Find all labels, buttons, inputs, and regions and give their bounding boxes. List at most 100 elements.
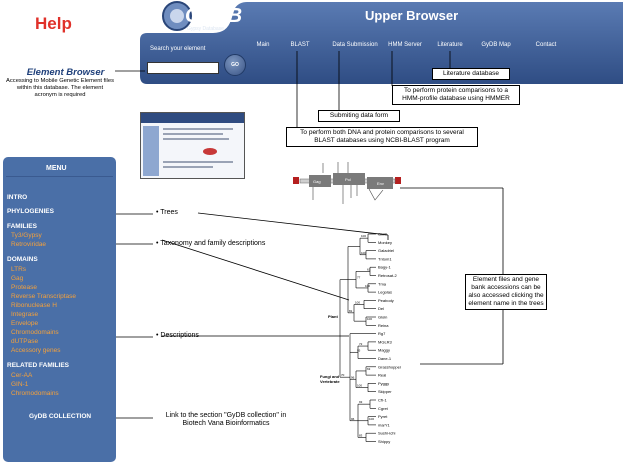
tree-leaf[interactable]: Grasshopper <box>378 364 402 369</box>
tree-group-fungi-line2: Vertebrate <box>320 379 340 384</box>
bootstrap-value: 63 <box>367 367 371 371</box>
nav-gydb-map[interactable]: GyDB Map <box>481 42 511 48</box>
menu-gydb-collection[interactable]: GyDB COLLECTION <box>29 413 92 420</box>
menu-domain-ribonuclease-h[interactable]: Ribonuclease H <box>11 302 57 309</box>
tree-leaf[interactable]: Tntom1 <box>378 256 392 261</box>
menu-domain-integrase[interactable]: Integrase <box>11 311 39 318</box>
tree-leaf[interactable]: Shippy <box>378 439 390 444</box>
annotation-taxonomy: • Taxonomy and family descriptions <box>156 240 266 247</box>
bootstrap-value: 61 <box>367 267 371 271</box>
tree-leaf[interactable]: Del <box>378 306 384 311</box>
tree-leaf[interactable]: Skipper <box>378 389 392 394</box>
tree-leaf[interactable]: Bagy-1 <box>378 265 391 270</box>
bootstrap-value: 70 <box>341 373 345 377</box>
tree-leaf[interactable]: Peabody <box>378 298 394 303</box>
tree-leaf[interactable]: Sushi-ichi <box>378 431 395 436</box>
tree-leaf[interactable]: Tma <box>378 281 387 286</box>
menu-domain-reverse-transcriptase[interactable]: Reverse Transcriptase <box>11 293 77 300</box>
menu-intro[interactable]: INTRO <box>7 194 28 201</box>
callout-data-form: Submiting data form <box>318 110 400 122</box>
menu-related-gin-1[interactable]: GIN-1 <box>11 381 29 388</box>
tree-leaf[interactable]: Cgret <box>378 406 389 411</box>
bootstrap-value: 83 <box>359 433 363 437</box>
menu-phylogenies[interactable]: PHYLOGENIES <box>7 208 54 215</box>
menu-domain-gag[interactable]: Gag <box>11 275 24 282</box>
logo-subtitle: Gypsy Database <box>187 26 224 32</box>
tree-leaf[interactable]: Pyggy <box>378 381 389 386</box>
page-title: Upper Browser <box>365 8 459 23</box>
tree-leaf[interactable]: Real <box>378 373 386 378</box>
sidebar-menu <box>3 157 116 462</box>
nav-literature[interactable]: Literature <box>437 42 463 48</box>
nav-contact[interactable]: Contact <box>535 42 557 48</box>
go-button[interactable]: GO <box>224 54 246 76</box>
bootstrap-value: 72 <box>359 342 363 346</box>
tree-group-fungi-line1: Fungi and <box>320 374 340 379</box>
bootstrap-value: 81 <box>349 309 353 313</box>
genome-diagram: Gag Pol Env <box>293 162 401 204</box>
bootstrap-value: 95 <box>357 348 361 352</box>
bootstrap-value: 96 <box>351 417 355 421</box>
menu-domain-dutpase[interactable]: dUTPase <box>11 338 39 345</box>
logo[interactable]: GyDB <box>185 5 243 27</box>
bootstrap-value: 93 <box>359 400 363 404</box>
callout-hmm: To perform protein comparisons to a HMM-… <box>392 85 520 105</box>
tree-leaf[interactable]: Gloin <box>378 315 387 320</box>
menu-header: MENU <box>46 165 67 172</box>
nav-data-submission[interactable]: Data Submission <box>332 42 378 48</box>
menu-related-cer-aa[interactable]: Cer-AA <box>11 372 33 379</box>
tree-leaf[interactable]: Galadriel <box>378 248 394 253</box>
tree-leaf[interactable]: CfI-1 <box>378 398 387 403</box>
bootstrap-value: 96 <box>351 375 355 379</box>
bootstrap-value: 100 <box>357 384 362 388</box>
tree-leaf[interactable]: Reina <box>378 323 389 328</box>
bootstrap-value: 100 <box>355 301 360 305</box>
gag-label: Gag <box>313 179 321 184</box>
tree-leaf[interactable]: Legolas <box>378 290 392 295</box>
nav-main[interactable]: Main <box>256 42 270 48</box>
menu-domain-accessory-genes[interactable]: Accessory genes <box>11 347 61 354</box>
tree-group-plant: Plant <box>328 314 338 319</box>
search-input[interactable] <box>147 62 219 74</box>
bootstrap-value: 77 <box>357 276 361 280</box>
menu-related-families[interactable]: RELATED FAMILIES <box>7 362 69 369</box>
menu-family-retroviridae[interactable]: Retroviridae <box>11 241 47 248</box>
menu-domain-envelope[interactable]: Envelope <box>11 320 39 327</box>
annotation-descriptions: • Descriptions <box>156 332 199 339</box>
menu-domain-ltrs[interactable]: LTRs <box>11 266 27 273</box>
menu-domain-chromodomains[interactable]: Chromodomains <box>11 329 59 336</box>
tree-leaf[interactable]: Monkey <box>378 240 392 245</box>
menu-family-ty3-gypsy[interactable]: Ty3/Gypsy <box>11 232 42 239</box>
header-banner <box>140 1 623 84</box>
menu-domains[interactable]: DOMAINS <box>7 256 38 263</box>
tree-leaf[interactable]: Gimli <box>378 232 387 237</box>
tree-leaf[interactable]: Dane-1 <box>378 356 392 361</box>
callout-literature: Literature database <box>432 68 510 80</box>
search-label: Search your element <box>150 46 206 52</box>
menu-domain-protease[interactable]: Protease <box>11 284 38 291</box>
pol-label: Pol <box>345 177 351 182</box>
bootstrap-value: 100 <box>367 317 372 321</box>
tree-leaf[interactable]: marY1 <box>378 422 391 427</box>
help-title: Help <box>35 14 72 33</box>
callout-gene-bank: Element files and gene bank accessions c… <box>465 274 547 310</box>
tree-leaf[interactable]: Pyret <box>378 414 388 419</box>
annotation-collection-link: Link to the section "GyDB collection" in… <box>165 412 287 427</box>
tree-leaf[interactable]: Rg7 <box>378 331 386 336</box>
tree-leaf[interactable]: Maggy <box>378 348 390 353</box>
bootstrap-value: 100 <box>361 251 366 255</box>
menu-families[interactable]: FAMILIES <box>7 223 37 230</box>
nav-hmm-server[interactable]: HMM Server <box>388 42 422 48</box>
menu-related-chromodomains[interactable]: Chromodomains <box>11 390 59 397</box>
bootstrap-value: 100 <box>361 234 366 238</box>
bootstrap-value: 100 <box>369 417 374 421</box>
tree-leaf[interactable]: MGLR3 <box>378 339 393 344</box>
bootstrap-value: 100 <box>365 284 370 288</box>
element-page-thumbnail <box>140 112 245 179</box>
nav-blast[interactable]: BLAST <box>290 42 310 48</box>
tree-leaf[interactable]: Retrosat-2 <box>378 273 397 278</box>
element-browser-title: Element Browser <box>26 67 105 78</box>
element-browser-desc: Accessing to Mobile Genetic Element file… <box>6 78 114 98</box>
